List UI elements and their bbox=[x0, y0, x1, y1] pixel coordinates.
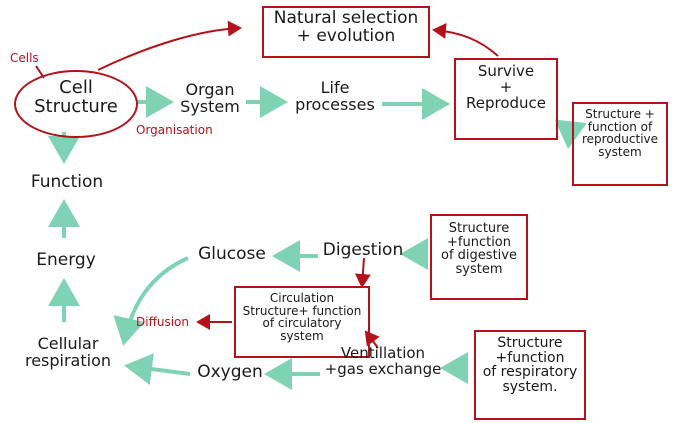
digestive-system-box bbox=[430, 214, 528, 300]
organ-system-text: Organ System bbox=[180, 80, 240, 116]
oxygen-text: Oxygen bbox=[197, 362, 263, 382]
digestive-system-text: Structure +function of digestive system bbox=[441, 221, 517, 277]
diffusion-label: Diffusion bbox=[136, 315, 189, 329]
arrow-survive-to-natural-selection bbox=[432, 22, 499, 57]
glucose-text: Glucose bbox=[198, 244, 266, 264]
cell-structure-ellipse bbox=[14, 70, 138, 138]
natural-selection-box bbox=[262, 6, 430, 58]
ventilation-text: Ventillation +gas exchange bbox=[324, 344, 442, 378]
arrow-cell-to-natural-selection bbox=[97, 20, 242, 71]
energy-text: Energy bbox=[36, 250, 96, 270]
arrow-digestion-to-circulation bbox=[354, 257, 371, 288]
respiratory-system-text: Structure +function of respiratory syste… bbox=[482, 335, 578, 396]
respiratory-system-box bbox=[474, 330, 586, 420]
arrow-oxygen-to-respiration bbox=[124, 353, 191, 385]
digestion-text: Digestion bbox=[322, 240, 404, 260]
natural-selection-text: Natural selection + evolution bbox=[273, 8, 419, 46]
cell-structure-text: Cell Structure bbox=[34, 77, 118, 117]
life-processes-text: Life processes bbox=[295, 78, 375, 114]
organisation-label: Organisation bbox=[136, 123, 213, 137]
survive-reproduce-box bbox=[454, 58, 558, 140]
cellular-respiration-text: Cellular respiration bbox=[24, 334, 112, 370]
reproductive-system-text: Structure + function of reproductive sys… bbox=[581, 107, 659, 159]
cells-label: Cells bbox=[10, 51, 39, 65]
arrow-glucose-to-respiration bbox=[113, 256, 189, 346]
function-text: Function bbox=[30, 172, 104, 192]
survive-reproduce-text: Survive + Reproduce bbox=[465, 62, 547, 112]
reproductive-system-box bbox=[572, 102, 668, 186]
circulation-text: Circulation Structure+ function of circu… bbox=[242, 291, 362, 343]
circulation-box bbox=[234, 286, 370, 358]
